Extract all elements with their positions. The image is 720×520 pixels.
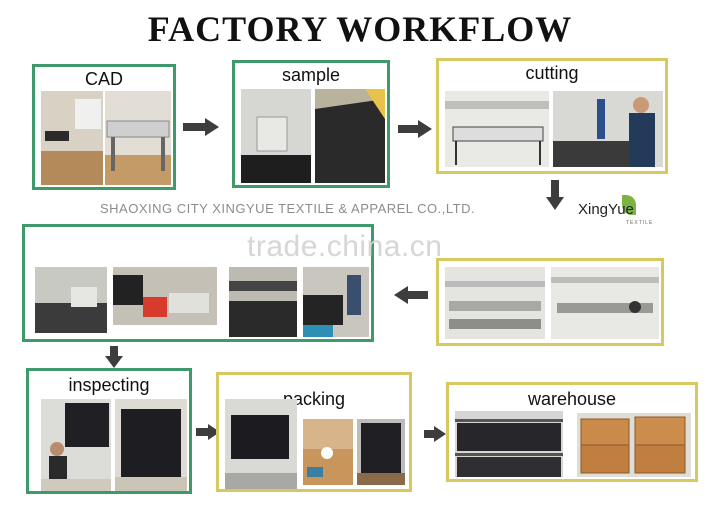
packing-photo-3 — [357, 419, 405, 485]
packing-photo-1 — [225, 399, 297, 489]
sample-photo-fabric — [315, 89, 385, 183]
step-sample: sample — [232, 60, 390, 188]
workshop-photo-1 — [445, 267, 545, 339]
sewing-photo-1 — [35, 267, 107, 333]
step-sewing-workshop — [436, 258, 664, 346]
sewing-photo-2 — [113, 267, 217, 325]
watermark: trade.china.cn — [247, 230, 443, 263]
step-inspecting: inspecting — [26, 368, 192, 494]
step-inspecting-label: inspecting — [68, 375, 150, 395]
cad-photo-plotter — [105, 91, 171, 185]
company-name: SHAOXING CITY XINGYUE TEXTILE & APPAREL … — [100, 201, 476, 216]
logo-text: XingYue — [578, 201, 634, 218]
step-sample-label: sample — [281, 65, 341, 85]
cad-photo-office — [41, 91, 103, 185]
packing-photo-2 — [303, 419, 353, 485]
arrow-down-2 — [105, 346, 123, 368]
warehouse-photo-1 — [455, 411, 563, 477]
inspecting-photo-1 — [41, 399, 111, 491]
step-packing-label: packing — [282, 389, 346, 409]
arrow-right-3 — [196, 424, 220, 440]
warehouse-photo-2 — [577, 413, 691, 477]
step-warehouse-label: warehouse — [527, 389, 617, 409]
logo-leaf-icon — [622, 195, 636, 215]
step-packing: packing — [216, 372, 412, 492]
diagram-title: FACTORY WORKFLOW — [147, 9, 573, 49]
step-sewing-line — [22, 224, 374, 342]
sewing-photo-4 — [303, 267, 369, 337]
arrow-left-1 — [394, 286, 428, 304]
cutting-photo-worker — [553, 91, 663, 167]
arrow-down-1 — [546, 180, 564, 210]
step-warehouse: warehouse — [446, 382, 698, 482]
arrow-right-4 — [424, 426, 446, 442]
logo-subtext: TEXTILE — [626, 220, 654, 226]
step-cad: CAD — [32, 64, 176, 190]
step-cad-label: CAD — [84, 69, 123, 89]
step-cutting-label: cutting — [525, 63, 579, 83]
inspecting-photo-2 — [115, 399, 187, 491]
step-cutting: cutting — [436, 58, 668, 174]
company-logo: XingYue TEXTILE — [574, 195, 664, 227]
arrow-right-2 — [398, 120, 432, 138]
workshop-photo-2 — [551, 267, 659, 339]
cutting-photo-table — [445, 91, 549, 167]
sample-photo-machine — [241, 89, 311, 183]
sewing-photo-3 — [229, 267, 297, 337]
arrow-right-1 — [183, 118, 219, 136]
